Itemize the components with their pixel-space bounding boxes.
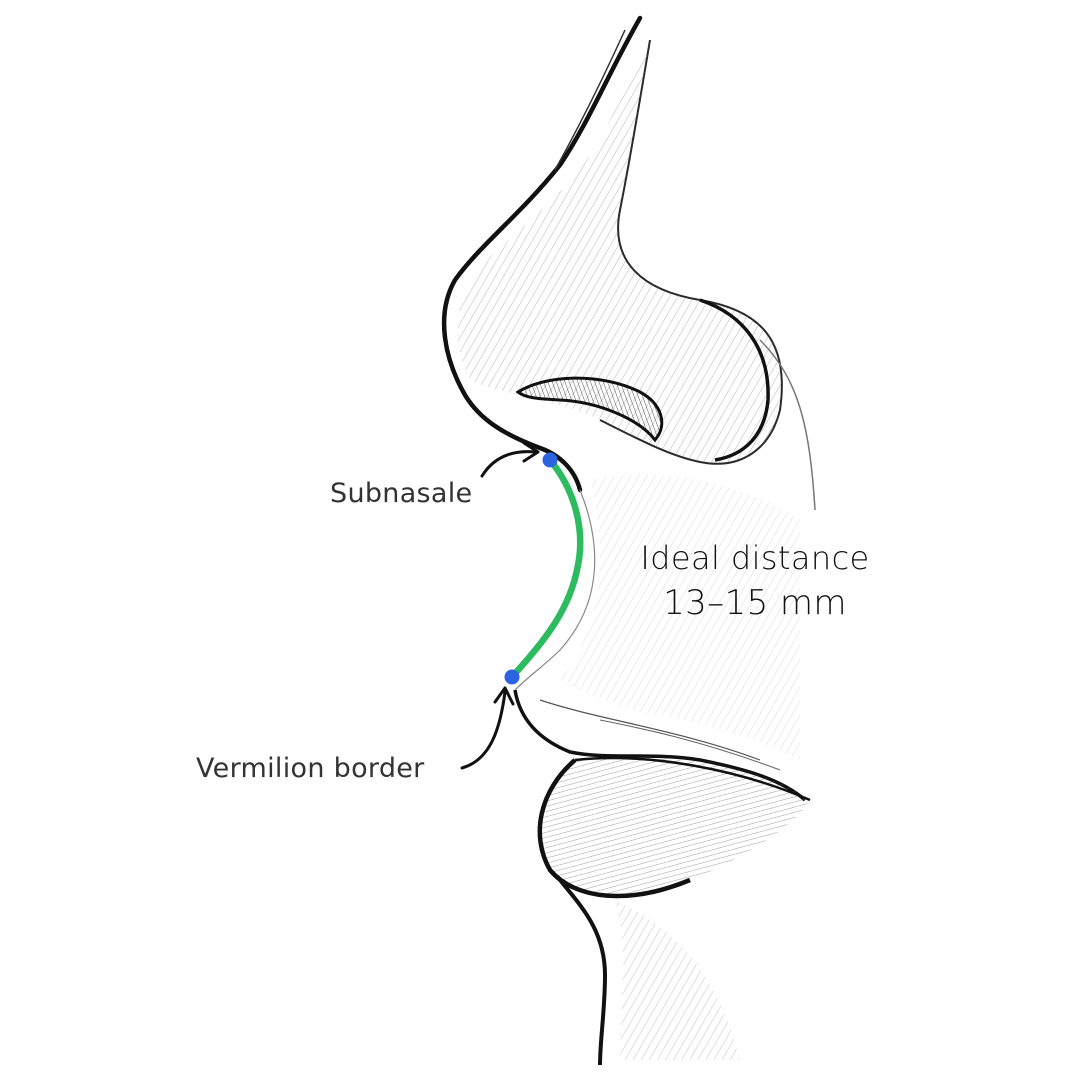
vermilion-border-point: [504, 669, 520, 685]
ideal-distance-value: 13–15 mm: [663, 583, 847, 623]
ideal-distance-title: Ideal distance: [640, 539, 870, 577]
vermilion-border-label: Vermilion border: [196, 753, 425, 784]
philtrum-measurement-line: [508, 456, 584, 681]
curved-arrow-icon: [480, 441, 540, 478]
chin-sketch: [558, 878, 740, 1066]
curved-arrow-icon: [460, 686, 515, 770]
subnasale-point: [542, 452, 558, 468]
nose-sketch: [441, 15, 816, 511]
ideal-distance-block: Ideal distance 13–15 mm: [600, 536, 910, 626]
upper-lip-sketch: [513, 474, 807, 802]
subnasale-label: Subnasale: [330, 478, 473, 509]
lower-lip-sketch: [537, 756, 811, 899]
